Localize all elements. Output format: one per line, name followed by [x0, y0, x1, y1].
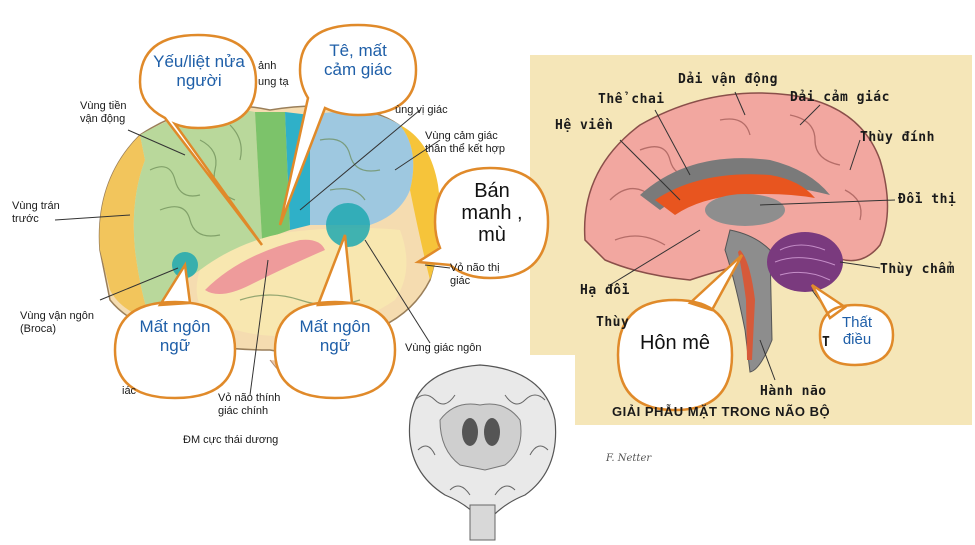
label-somatosensory-assoc: Vùng cảm giác thân thể kết hợp	[425, 130, 505, 155]
callout-aphasia-wernicke-text: Mất ngôn ngữ	[299, 317, 371, 355]
callout-aphasia-broca-text: Mất ngôn ngữ	[139, 317, 211, 355]
label-sensory-strip: Dải cảm giác	[790, 90, 890, 105]
label-wernicke: Vùng giác ngôn	[405, 342, 482, 354]
label-premotor: Vùng tiền vận động	[80, 100, 127, 125]
callout-hemiplegia-bubble	[138, 33, 264, 246]
label-artery: ĐM cực thái dương	[183, 434, 279, 446]
label-parietal: Thùy đính	[860, 130, 935, 145]
label-partial-t: T	[822, 335, 831, 350]
label-prefrontal: Vùng trán trước	[12, 200, 60, 225]
label-motor-strip: Dải vận động	[678, 72, 778, 87]
callout-hemiplegia-text: Yếu/liệt nửa người	[153, 52, 245, 90]
callout-numbness-bubble	[278, 23, 418, 226]
callout-coma-text: Hôn mê	[639, 332, 711, 354]
label-broca: Vùng vận ngôn (Broca)	[20, 310, 95, 335]
callout-ataxia-text: Thất điều	[841, 314, 872, 348]
label-occipital: Thùy chẩm	[880, 262, 955, 277]
callout-coma-bubble	[616, 254, 744, 412]
callout-ataxia-bubble	[810, 283, 895, 367]
label-fornix: Hệ viền	[555, 118, 614, 133]
label-partial-thuy: Thùy	[596, 315, 630, 330]
callout-aphasia-broca-bubble	[113, 261, 237, 400]
callout-aphasia-wernicke-bubble	[273, 234, 397, 400]
netter-signature: F. Netter	[606, 453, 652, 464]
label-thalamus: Đồi thị	[898, 192, 957, 207]
callout-numbness-text: Tê, mất cảm giác	[323, 41, 393, 79]
label-corpus-callosum: Thể chai	[598, 92, 665, 107]
sagittal-caption: GIẢI PHẪU MẶT TRONG NÃO BỘ	[612, 404, 831, 419]
callout-blindness-bubble	[414, 166, 550, 280]
label-hypothalamus: Hạ đồi	[580, 283, 630, 298]
label-partial-left: iác	[122, 385, 137, 397]
coronal-brain-slice	[408, 364, 557, 541]
label-medulla: Hành não	[760, 384, 827, 399]
callout-blindness-text: Bán manh , mù	[461, 180, 523, 246]
label-visual: Vỏ não thị giác	[450, 262, 500, 287]
label-motor-partial2: ung tạ	[258, 76, 289, 88]
label-motor-partial: ảnh	[258, 60, 277, 72]
label-gustatory: ùng vị giác	[395, 104, 448, 116]
label-auditory: Vỏ não thính giác chính	[218, 392, 281, 417]
